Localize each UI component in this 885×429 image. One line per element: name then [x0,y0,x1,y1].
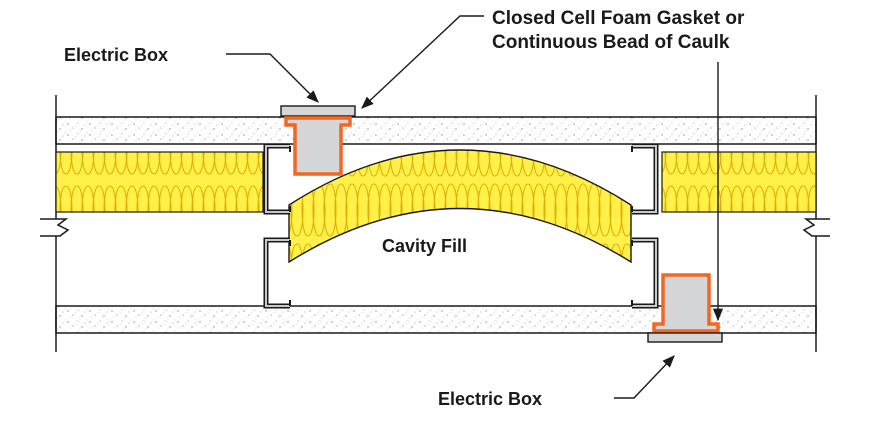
electric-box-bottom [647,273,723,343]
electric-box-top [280,105,356,176]
stud-top-right [631,143,659,215]
stud-bottom-left [263,237,291,309]
drywall-top [55,116,817,145]
insulation-batt-left [55,151,264,213]
stud-bottom-right [631,237,659,309]
leader-gasket-top [361,15,484,109]
label-cavity-fill: Cavity Fill [382,236,467,256]
leader-lines [226,15,724,399]
insulation-batt-right [661,151,817,213]
break-symbol-right [802,218,830,237]
stud-top-left [263,143,291,215]
label-gasket-line1: Closed Cell Foam Gasket or [492,8,745,29]
label-electric-box-top: Electric Box [64,45,168,65]
leader-electric-box-bottom [614,355,675,399]
label-electric-box-bottom: Electric Box [438,389,542,409]
label-gasket-line2: Continuous Bead of Caulk [492,32,730,53]
break-symbol-left [40,218,70,237]
leader-electric-box-top [226,53,319,103]
